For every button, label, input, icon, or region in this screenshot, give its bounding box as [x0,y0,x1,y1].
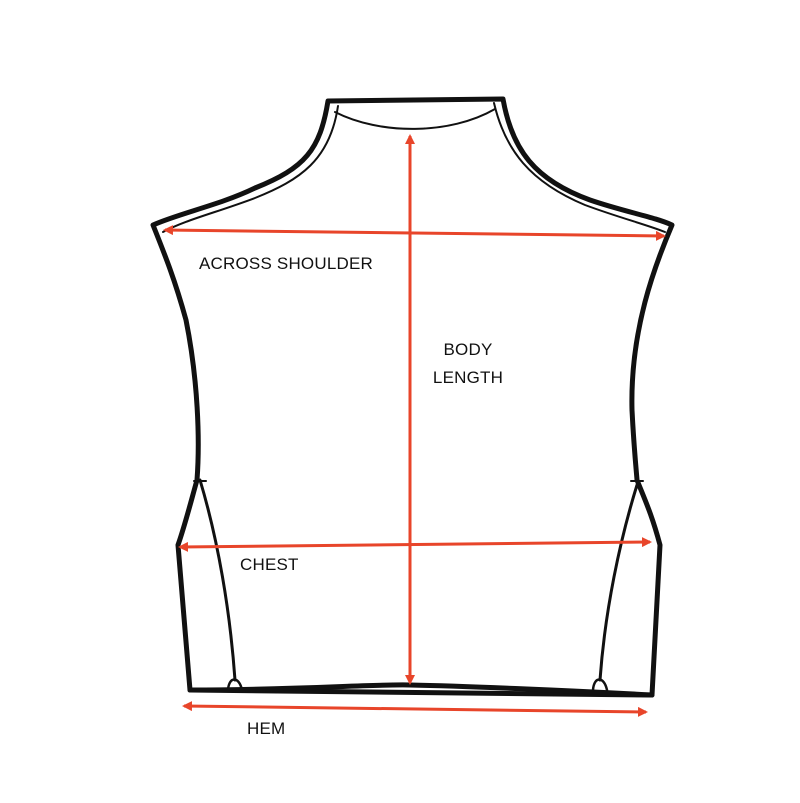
body-length-label: BODY LENGTH [432,336,504,392]
garment-body-outline [150,96,675,698]
hem-edge [187,682,655,698]
chest-arrow [178,537,652,552]
left-slit-vent [226,678,244,692]
chest-label: CHEST [240,555,299,574]
right-slit-vent [591,678,609,692]
across-shoulder-label: ACROSS SHOULDER [199,254,373,273]
left-side-seam [198,478,237,682]
collar-left-edge [162,105,339,233]
right-side-seam [598,483,639,682]
body-length-label-line2: LENGTH [432,368,504,387]
collar-inner-line [334,108,496,130]
hem-arrow [182,701,648,717]
measurement-arrows [163,134,666,717]
across-shoulder-arrow [163,225,666,241]
garment-outline [150,96,675,698]
hem-label: HEM [247,719,286,738]
body-length-label-line1: BODY [443,340,493,359]
collar-right-edge [493,102,666,233]
